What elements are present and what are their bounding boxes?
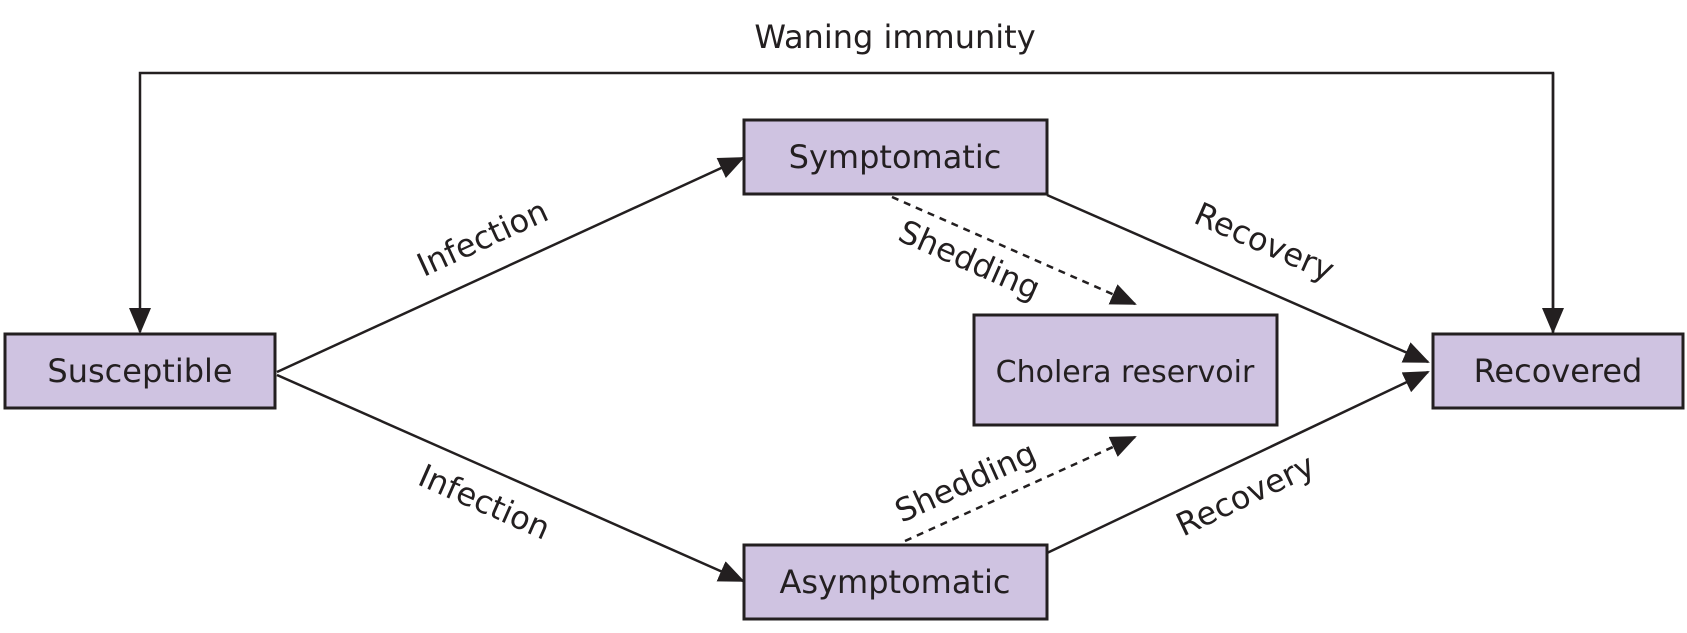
node-cholera-reservoir: Cholera reservoir <box>972 313 1279 427</box>
infection-to-asymptomatic-arrow <box>276 373 745 583</box>
node-recovered-label: Recovered <box>1474 352 1643 390</box>
recovery-from-asymptomatic-label: Recovery <box>1170 446 1320 544</box>
node-symptomatic: Symptomatic <box>742 118 1049 196</box>
node-cholera-reservoir-label: Cholera reservoir <box>996 355 1255 390</box>
node-susceptible-label: Susceptible <box>47 352 232 390</box>
infection-to-asymptomatic-label: Infection <box>413 456 556 547</box>
node-asymptomatic: Asymptomatic <box>742 543 1049 621</box>
recovery-from-symptomatic-label: Recovery <box>1189 195 1340 289</box>
shedding-from-symptomatic-label: Shedding <box>893 212 1046 307</box>
shedding-from-asymptomatic-arrow <box>904 435 1137 543</box>
shedding-from-asymptomatic-label: Shedding <box>889 434 1042 531</box>
node-symptomatic-label: Symptomatic <box>789 138 1002 176</box>
recovery-from-asymptomatic-arrow <box>1046 370 1430 555</box>
infection-to-symptomatic-arrow <box>276 156 745 374</box>
node-asymptomatic-label: Asymptomatic <box>780 563 1011 601</box>
shedding-from-symptomatic-arrow <box>891 195 1137 306</box>
waning-immunity-label: Waning immunity <box>754 18 1035 56</box>
infection-to-symptomatic-label: Infection <box>411 192 554 285</box>
node-susceptible: Susceptible <box>3 332 277 410</box>
recovery-from-symptomatic-arrow <box>1046 193 1430 364</box>
node-recovered: Recovered <box>1431 332 1685 410</box>
